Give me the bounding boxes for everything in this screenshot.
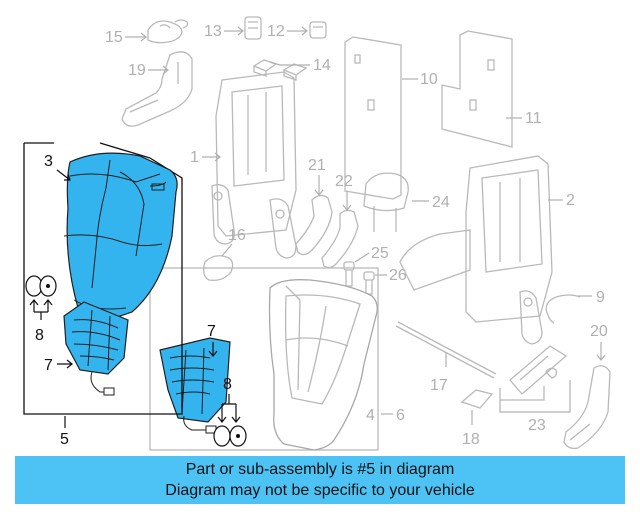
leader-20 xyxy=(596,342,606,361)
label-14: 14 xyxy=(313,57,331,74)
leader-12 xyxy=(287,26,308,36)
label-20: 20 xyxy=(590,323,608,340)
label-22: 22 xyxy=(335,173,353,190)
box-assembly-4-6 xyxy=(149,267,379,451)
leader-1 xyxy=(202,152,221,162)
banner-line-1: Part or sub-assembly is #5 in diagram xyxy=(185,461,455,478)
part-3-seat-back-cover xyxy=(63,152,178,321)
part-20-trim xyxy=(563,365,611,450)
part-1-seat-frame xyxy=(211,71,297,259)
part-8-discs-b xyxy=(213,425,247,447)
label-2: 2 xyxy=(566,192,575,209)
part-17-rod xyxy=(395,321,497,379)
label-8b: 8 xyxy=(223,376,232,393)
label-6: 6 xyxy=(396,407,405,424)
part-26-guide xyxy=(363,271,375,295)
label-9: 9 xyxy=(596,289,605,306)
label-18: 18 xyxy=(462,431,480,448)
part-25-guide xyxy=(343,261,355,287)
label-17: 17 xyxy=(430,377,448,394)
leader-13 xyxy=(224,26,244,36)
part-4-seat-back-pad xyxy=(268,279,378,451)
parts-diagram: 15 13 12 14 19 10 11 xyxy=(23,16,611,451)
leader-22 xyxy=(342,191,352,211)
leader-23 xyxy=(499,380,571,413)
leader-19 xyxy=(148,65,169,75)
label-13: 13 xyxy=(204,23,222,40)
part-2-seat-frame xyxy=(399,155,553,345)
part-22-trim xyxy=(321,209,359,269)
label-11: 11 xyxy=(525,110,542,127)
label-15: 15 xyxy=(105,29,123,46)
part-14-buttons xyxy=(252,59,308,81)
info-banner: Part or sub-assembly is #5 in diagram Di… xyxy=(15,456,625,504)
part-13-cover xyxy=(244,16,262,40)
part-7-heater-pad-b xyxy=(159,337,231,434)
label-21: 21 xyxy=(308,157,326,174)
part-9-wire xyxy=(545,294,581,324)
label-4: 4 xyxy=(366,407,375,424)
label-25: 25 xyxy=(371,245,389,262)
part-19-trim xyxy=(121,51,193,127)
part-24-headrest xyxy=(363,172,409,232)
label-23: 23 xyxy=(528,417,546,434)
label-3: 3 xyxy=(44,153,53,170)
label-7a: 7 xyxy=(44,357,53,374)
part-8-discs-a xyxy=(25,275,57,297)
leader-16 xyxy=(221,243,233,257)
part-16-knob xyxy=(203,255,234,281)
part-7-heater-pad-a xyxy=(63,301,129,396)
label-5: 5 xyxy=(60,431,69,448)
part-12-cap xyxy=(309,21,327,39)
leader-21 xyxy=(314,175,324,196)
label-12: 12 xyxy=(267,23,285,40)
part-11-back-panel xyxy=(441,30,513,148)
label-24: 24 xyxy=(432,194,450,211)
part-10-back-panel xyxy=(344,36,402,200)
label-19: 19 xyxy=(128,62,146,79)
label-1: 1 xyxy=(190,149,199,166)
part-23-plate xyxy=(499,345,568,401)
label-7b: 7 xyxy=(207,323,216,340)
part-15-clip xyxy=(147,19,189,44)
part-21-trim xyxy=(295,194,333,256)
label-16: 16 xyxy=(228,227,246,244)
leader-25 xyxy=(354,252,370,263)
label-10: 10 xyxy=(420,71,438,88)
leader-14 xyxy=(269,61,310,66)
label-8a: 8 xyxy=(35,327,44,344)
label-26: 26 xyxy=(389,267,407,284)
banner-line-2: Diagram may not be specific to your vehi… xyxy=(165,482,475,499)
part-18-cover xyxy=(460,389,494,409)
